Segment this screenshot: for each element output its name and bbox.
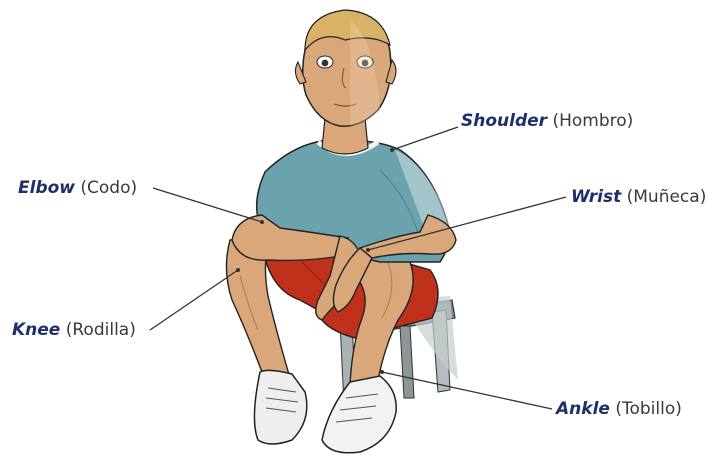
label-ankle-spanish: (Tobillo) [615,399,682,419]
label-wrist: Wrist (Muñeca) [571,187,706,207]
label-shoulder-english: Shoulder [461,111,547,131]
label-ankle: Ankle (Tobillo) [556,399,682,419]
label-knee: Knee (Rodilla) [12,320,136,340]
label-ankle-english: Ankle [556,399,610,419]
label-shoulder-spanish: (Hombro) [552,111,633,131]
label-elbow-spanish: (Codo) [80,178,137,198]
label-wrist-spanish: (Muñeca) [627,187,707,207]
label-wrist-english: Wrist [571,187,621,207]
label-elbow: Elbow (Codo) [18,178,137,198]
sneakers [254,370,396,452]
label-knee-spanish: (Rodilla) [66,320,136,340]
head [295,10,396,126]
label-knee-english: Knee [12,320,60,340]
label-elbow-english: Elbow [18,178,75,198]
elbow-pointer [153,188,262,222]
shoulder-pointer [392,127,458,150]
knee-pointer [150,270,238,330]
label-shoulder: Shoulder (Hombro) [461,111,633,131]
